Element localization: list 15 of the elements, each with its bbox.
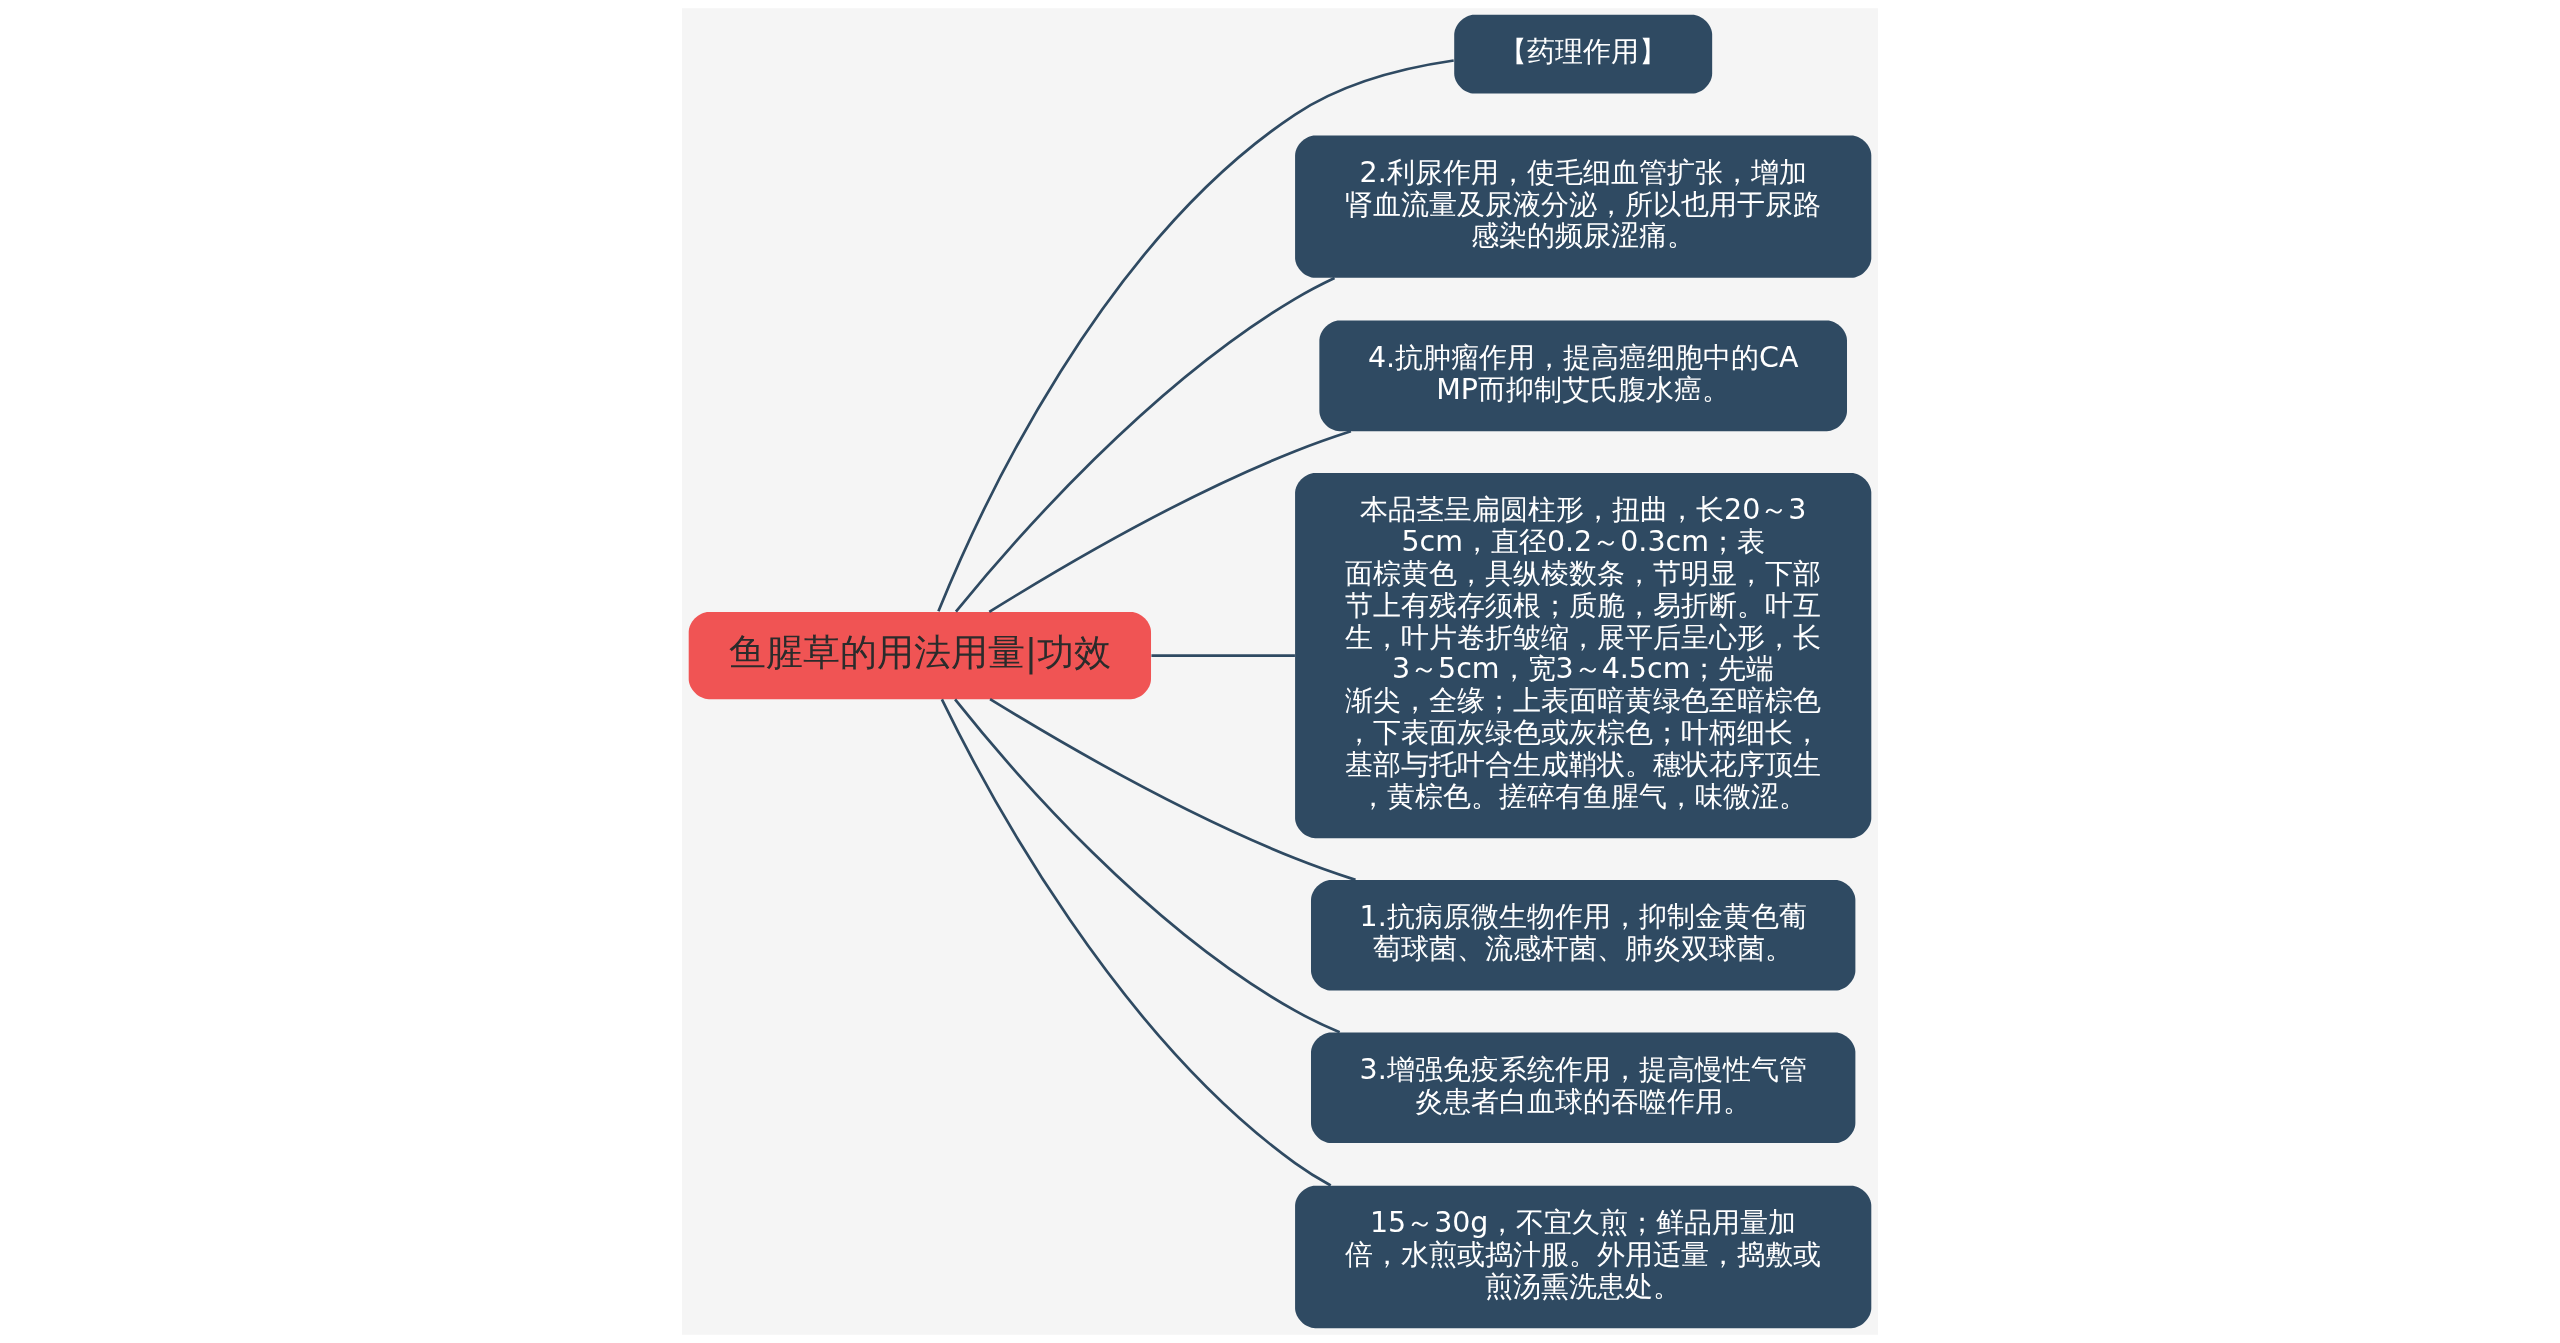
connector <box>954 698 1341 1034</box>
connector <box>1151 654 1295 657</box>
connector <box>954 276 1336 613</box>
connector <box>988 430 1352 614</box>
node-box: 4.抗肿瘤作用，提高癌细胞中的CAMP而抑制艾氏腹水癌。 <box>1319 320 1847 432</box>
node-box: 3.增强免疫系统作用，提高慢性气管炎患者白血球的吞噬作用。 <box>1311 1032 1856 1144</box>
node-box: 15～30g，不宜久煎；鲜品用量加倍，水煎或捣汁服。外用适量，捣敷或煎汤熏洗患处。 <box>1295 1185 1872 1329</box>
node-box: 【药理作用】 <box>1454 14 1713 94</box>
connector <box>989 698 1356 882</box>
node-box: 1.抗病原微生物作用，抑制金黄色葡萄球菌、流感杆菌、肺炎双球菌。 <box>1311 880 1856 991</box>
node-box: 鱼腥草的用法用量|功效 <box>688 612 1151 700</box>
connector <box>940 698 1332 1187</box>
node-box: 本品茎呈扁圆柱形，扭曲，长20～35cm，直径0.2～0.3cm；表面棕黄色，具纵棱数条，节明显，下部节上有残存须根；质脆，易折断。叶互生，叶片卷折皱缩，展平后呈心形，长3～5cm，宽3～4.5cm；先端渐尖，全缘；上表面暗黄绿色至暗棕色，下表面灰绿色或灰棕色；叶柄细长，基部与托叶合生成鞘状。穗状花序顶生，黄棕色。搓碎有鱼腥气，味微涩。 <box>1295 473 1872 839</box>
connector <box>937 59 1454 612</box>
node-box: 2.利尿作用，使毛细血管扩张，增加肾血流量及尿液分泌，所以也用于尿路感染的频尿涩痛。 <box>1295 135 1872 278</box>
